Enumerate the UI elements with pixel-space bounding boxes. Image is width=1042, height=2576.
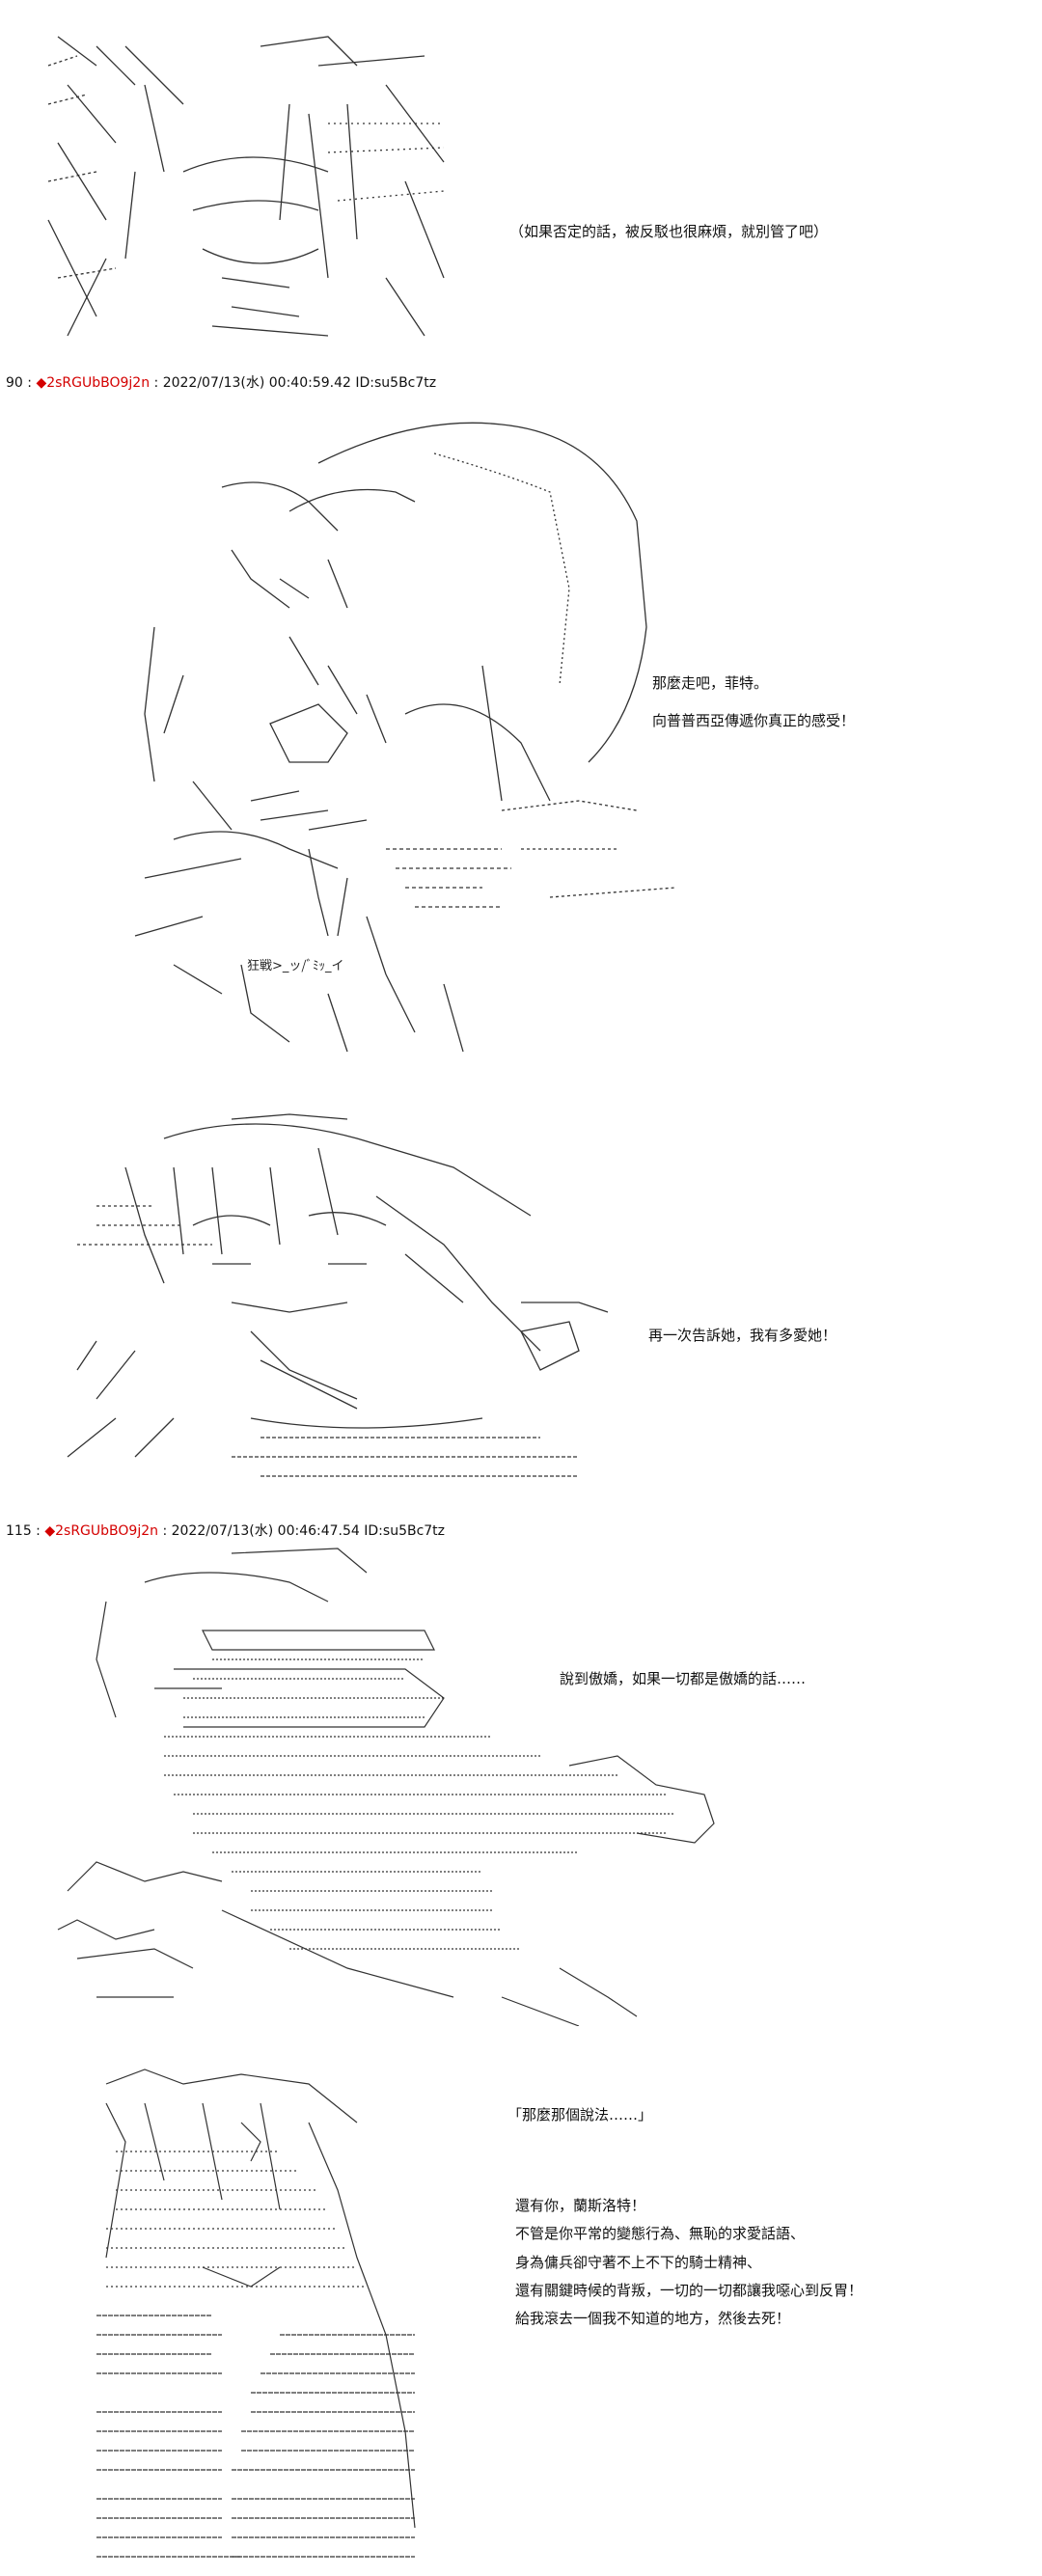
post-header-90: 90 : ◆2sRGUbBO9j2n : 2022/07/13(水) 00:40… (6, 372, 436, 392)
dialog-line: 不管是你平常的變態行為、無恥的求愛話語、 (515, 2225, 806, 2243)
ascii-art-witch-hat: 狂戦>_ッ/ﾞﾐｯ_イ (96, 396, 675, 1061)
poster-name[interactable]: 2sRGUbBO9j2n (55, 1523, 158, 1539)
post-meta: : 2022/07/13(水) 00:40:59.42 ID:su5Bc7tz (153, 375, 437, 391)
poster-name[interactable]: 2sRGUbBO9j2n (46, 375, 151, 391)
art-inline-label: 狂戦>_ッ/ﾞﾐｯ_イ (247, 959, 344, 973)
dialog-4: 說到傲嬌，如果一切都是傲嬌的話…… (560, 1665, 806, 1693)
dialog-2: 那麼走吧，菲特。 向普普西亞傳遞你真正的感受！ (652, 670, 855, 734)
dialog-6: 還有你，蘭斯洛特！ 不管是你平常的變態行為、無恥的求愛話語、 身為傭兵卻守著不上… (515, 2192, 863, 2333)
ascii-art-figure-bottom (87, 2065, 453, 2566)
dialog-line: 還有關鍵時候的背叛，一切的一切都讓我噁心到反胃！ (515, 2281, 864, 2299)
ascii-art-face-hat (39, 1110, 617, 1495)
dialog-line: 向普普西亞傳遞你真正的感受！ (652, 711, 856, 729)
dialog-line: 給我滾去一個我不知道的地方，然後去死！ (515, 2310, 791, 2327)
dialog-5: 「那麼那個說法……」 (507, 2101, 652, 2129)
dialog-line: （如果否定的話，被反駁也很麻煩，就別管了吧） (509, 223, 829, 240)
trip-diamond-icon: ◆ (36, 375, 47, 391)
dialog-3: 再一次告訴她，我有多愛她！ (648, 1322, 836, 1350)
post-number: 115 : (6, 1523, 41, 1539)
ascii-art-hat-profile (39, 1544, 733, 2026)
dialog-line: 說到傲嬌，如果一切都是傲嬌的話…… (560, 1670, 807, 1687)
dialog-line: 那麼走吧，菲特。 (652, 674, 769, 692)
post-number: 90 : (6, 375, 32, 391)
trip-diamond-icon: ◆ (44, 1523, 56, 1539)
post-meta: : 2022/07/13(水) 00:46:47.54 ID:su5Bc7tz (162, 1523, 446, 1539)
dialog-line: 身為傭兵卻守著不上不下的騎士精神、 (515, 2253, 762, 2271)
ascii-art-girl-closeup (39, 27, 463, 345)
dialog-1: （如果否定的話，被反駁也很麻煩，就別管了吧） (509, 218, 828, 246)
dialog-line: 還有你，蘭斯洛特！ (515, 2197, 646, 2214)
dialog-line: 再一次告訴她，我有多愛她！ (648, 1327, 837, 1344)
post-header-115: 115 : ◆2sRGUbBO9j2n : 2022/07/13(水) 00:4… (6, 1521, 445, 1540)
dialog-line: 「那麼那個說法……」 (507, 2106, 653, 2124)
